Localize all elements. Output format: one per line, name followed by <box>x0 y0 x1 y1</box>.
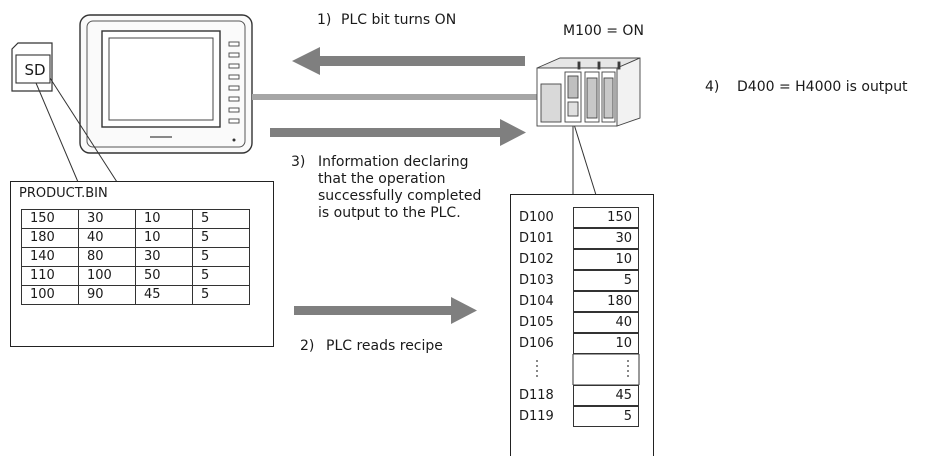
table-cell: 5 <box>192 228 250 248</box>
register-value: 5 <box>573 270 639 291</box>
table-cell: 100 <box>78 266 136 286</box>
sd-card: SD <box>12 47 64 91</box>
table-cell: 110 <box>21 266 79 286</box>
table-cell: 100 <box>21 285 79 305</box>
table-cell: 150 <box>21 209 79 229</box>
register-name: D106 <box>519 336 554 351</box>
table-cell: 10 <box>135 228 193 248</box>
register-value: 10 <box>573 333 639 354</box>
register-value: 10 <box>573 249 639 270</box>
table-row: 100 90 45 5 <box>21 285 250 305</box>
register-name: D101 <box>519 231 554 246</box>
register-name: D103 <box>519 273 554 288</box>
step-4-number: 4) <box>705 79 720 95</box>
register-row: D119 5 <box>511 406 653 427</box>
callout-lines <box>35 77 597 196</box>
table-cell: 80 <box>78 247 136 267</box>
register-row: D102 10 <box>511 249 653 270</box>
register-value: 45 <box>573 385 639 406</box>
table-cell: 30 <box>78 209 136 229</box>
register-name: D105 <box>519 315 554 330</box>
recipe-file-panel: PRODUCT.BIN 150 30 10 5 180 40 10 5 140 … <box>10 181 274 347</box>
table-row: 110 100 50 5 <box>21 266 250 286</box>
step-3-number: 3) <box>291 154 306 170</box>
register-name: D118 <box>519 388 554 403</box>
step-1-label: PLC bit turns ON <box>341 12 457 28</box>
hmi-side-buttons <box>228 41 240 124</box>
table-cell: 45 <box>135 285 193 305</box>
step-1-number: 1) <box>317 12 332 28</box>
table-row: 150 30 10 5 <box>21 209 250 229</box>
communication-cable <box>252 94 547 100</box>
table-cell: 5 <box>192 209 250 229</box>
table-cell: 50 <box>135 266 193 286</box>
register-row: D103 5 <box>511 270 653 291</box>
plc-unit <box>536 57 641 127</box>
table-cell: 5 <box>192 247 250 267</box>
register-name: D104 <box>519 294 554 309</box>
table-cell: 140 <box>21 247 79 267</box>
register-row-ellipsis <box>511 354 653 385</box>
step-4-label: D400 = H4000 is output <box>737 79 908 95</box>
register-value: 150 <box>573 207 639 228</box>
register-value: 40 <box>573 312 639 333</box>
arrow-recipe-to-registers <box>294 297 477 324</box>
step-3-label: Information declaring that the operation… <box>318 154 482 221</box>
register-name: D102 <box>519 252 554 267</box>
register-name: D119 <box>519 409 554 424</box>
sd-card-icon <box>11 42 53 92</box>
recipe-file-title: PRODUCT.BIN <box>19 186 108 201</box>
register-row: D101 30 <box>511 228 653 249</box>
table-cell: 10 <box>135 209 193 229</box>
table-cell: 180 <box>21 228 79 248</box>
table-row: 140 80 30 5 <box>21 247 250 267</box>
sd-card-label: SD <box>24 61 46 79</box>
table-row: 180 40 10 5 <box>21 228 250 248</box>
register-row: D104 180 <box>511 291 653 312</box>
register-value: 180 <box>573 291 639 312</box>
table-cell: 5 <box>192 285 250 305</box>
table-cell: 30 <box>135 247 193 267</box>
arrow-hmi-to-plc-status <box>270 119 526 146</box>
table-cell: 5 <box>192 266 250 286</box>
vertical-ellipsis-icon <box>536 354 640 385</box>
plc-bit-label: M100 = ON <box>563 23 644 39</box>
hmi-touch-panel <box>79 14 253 154</box>
register-row: D106 10 <box>511 333 653 354</box>
register-value: 30 <box>573 228 639 249</box>
table-cell: 40 <box>78 228 136 248</box>
register-row: D100 150 <box>511 207 653 228</box>
step-2-number: 2) <box>300 338 315 354</box>
register-value: 5 <box>573 406 639 427</box>
plc-register-panel: D100 150 D101 30 D102 10 D103 5 D104 180… <box>510 194 654 456</box>
step-2-label: PLC reads recipe <box>326 338 443 354</box>
register-row: D105 40 <box>511 312 653 333</box>
recipe-table: 150 30 10 5 180 40 10 5 140 80 30 5 110 … <box>21 209 250 305</box>
register-row: D118 45 <box>511 385 653 406</box>
table-cell: 90 <box>78 285 136 305</box>
arrow-plc-to-hmi <box>292 47 525 75</box>
register-name: D100 <box>519 210 554 225</box>
